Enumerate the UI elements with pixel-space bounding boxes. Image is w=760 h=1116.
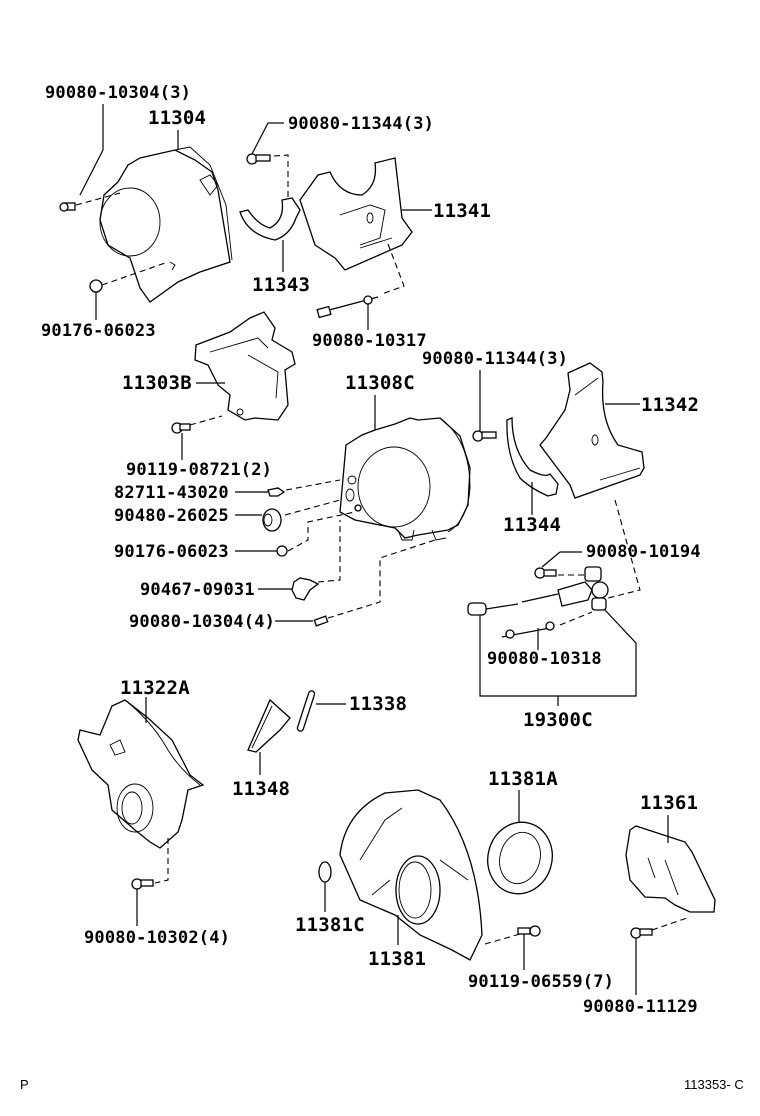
bolt-icon — [246, 153, 271, 165]
bolt-icon — [131, 878, 154, 890]
rear-cover-11381 — [339, 789, 483, 961]
timing-cover-middle-11308C — [339, 417, 471, 541]
plate-11341 — [299, 157, 413, 271]
part-label-90176-06023: 90176-06023 — [114, 542, 229, 562]
part-label-90080-10304-4: 90080-10304(4) — [129, 612, 276, 632]
part-label-90176-06023: 90176-06023 — [41, 321, 156, 341]
bolt-icon — [313, 615, 329, 627]
part-label-90119-06559-7: 90119-06559(7) — [468, 972, 615, 992]
part-label-90080-11344-3: 90080-11344(3) — [288, 114, 435, 134]
grommet-icon — [262, 508, 282, 532]
stud-bolt-icon — [316, 295, 379, 319]
part-label-11341: 11341 — [433, 200, 492, 222]
part-label-90467-09031: 90467-09031 — [140, 580, 255, 600]
part-label-11308C: 11308C — [345, 372, 415, 394]
part-label-90080-11344-3: 90080-11344(3) — [422, 349, 569, 369]
plate-11342 — [539, 362, 645, 499]
part-label-11344: 11344 — [503, 514, 562, 536]
bolt-icon — [630, 927, 653, 939]
part-label-11343: 11343 — [252, 274, 311, 296]
bolt-icon — [59, 202, 76, 212]
part-label-11304: 11304 — [148, 107, 207, 129]
part-label-82711-43020: 82711-43020 — [114, 483, 229, 503]
clamp-icon — [291, 577, 320, 601]
part-label-11322A: 11322A — [120, 677, 190, 699]
part-label-90119-08721-2: 90119-08721(2) — [126, 460, 273, 480]
part-label-90080-10304-3: 90080-10304(3) — [45, 83, 192, 103]
sensor-assembly-19300C — [467, 566, 609, 639]
bolt-icon — [472, 430, 497, 442]
seal-plate-11343 — [239, 197, 301, 241]
footer-diagram-id: 113353- C — [684, 1077, 744, 1092]
bolt-icon — [517, 925, 541, 937]
plate-11361 — [625, 825, 716, 913]
seal-plate-11344 — [506, 417, 559, 497]
part-label-19300C: 19300C — [523, 709, 593, 731]
part-label-90080-10318: 90080-10318 — [487, 649, 602, 669]
timing-cover-lower-11322A — [77, 699, 205, 849]
part-label-11342: 11342 — [641, 394, 700, 416]
part-label-11338: 11338 — [349, 693, 408, 715]
part-label-11381C: 11381C — [295, 914, 365, 936]
part-label-90480-26025: 90480-26025 — [114, 506, 229, 526]
o-ring-11381C — [318, 861, 332, 883]
part-label-11348: 11348 — [232, 778, 291, 800]
part-label-90080-10317: 90080-10317 — [312, 331, 427, 351]
clip-icon — [267, 487, 286, 497]
part-label-11303B: 11303B — [122, 372, 192, 394]
part-label-90080-10302-4: 90080-10302(4) — [84, 928, 231, 948]
bolt-icon — [171, 422, 191, 434]
part-label-11381A: 11381A — [488, 768, 558, 790]
cover-11303B — [194, 311, 296, 421]
part-label-11361: 11361 — [640, 792, 699, 814]
chain-guide-11338 — [296, 690, 316, 732]
footer-page-marker: P — [20, 1077, 29, 1092]
guide-11348 — [247, 698, 291, 753]
timing-cover-upper-11304 — [99, 146, 233, 303]
nut-icon — [276, 545, 288, 557]
part-label-11381: 11381 — [368, 948, 427, 970]
nut-icon — [89, 279, 103, 293]
part-label-90080-11129: 90080-11129 — [583, 997, 698, 1017]
oil-seal-11381A — [487, 821, 553, 895]
part-label-90080-10194: 90080-10194 — [586, 542, 701, 562]
